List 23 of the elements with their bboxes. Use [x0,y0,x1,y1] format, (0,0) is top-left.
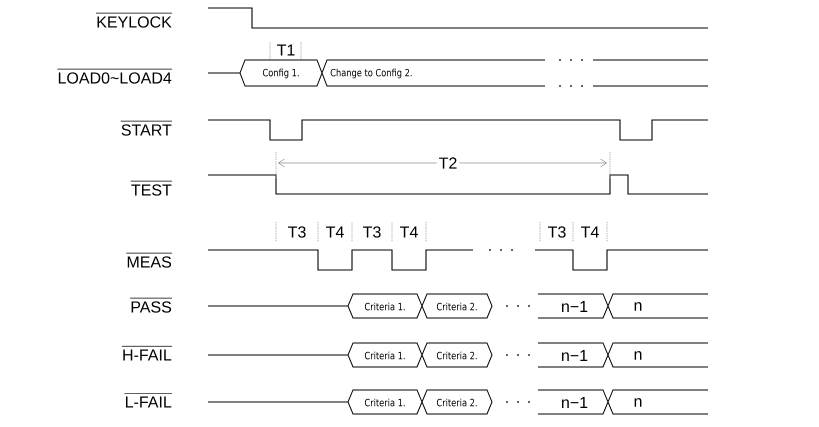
bus-segment: n−1 [538,294,609,318]
signal-name: L-FAIL [124,392,172,408]
signal-name: KEYLOCK [96,12,172,28]
timing-label: T4 [326,226,344,238]
bus-segment: n [607,294,708,318]
bus-segment: n [607,390,708,414]
signal-name: START [120,120,172,136]
signal-name: MEAS [126,252,172,268]
timing-label: T3 [548,226,566,238]
timing-label: T4 [400,226,418,238]
timing-label: T3 [363,226,381,238]
timing-label: T2 [436,157,460,169]
bus-segment: n−1 [538,390,609,414]
signal-name: PASS [130,298,172,313]
timing-label: T4 [581,226,599,238]
bus-segment: Change to Config 2. [321,60,546,86]
signal-name: LOAD0~LOAD4 [56,68,172,84]
timing-label: T3 [288,226,306,238]
bus-segment: n−1 [538,342,609,368]
timing-label: T1 [277,44,295,56]
signal-name: TEST [130,180,172,196]
bus-segment: n [607,342,708,368]
signal-name: H-FAIL [121,346,172,360]
